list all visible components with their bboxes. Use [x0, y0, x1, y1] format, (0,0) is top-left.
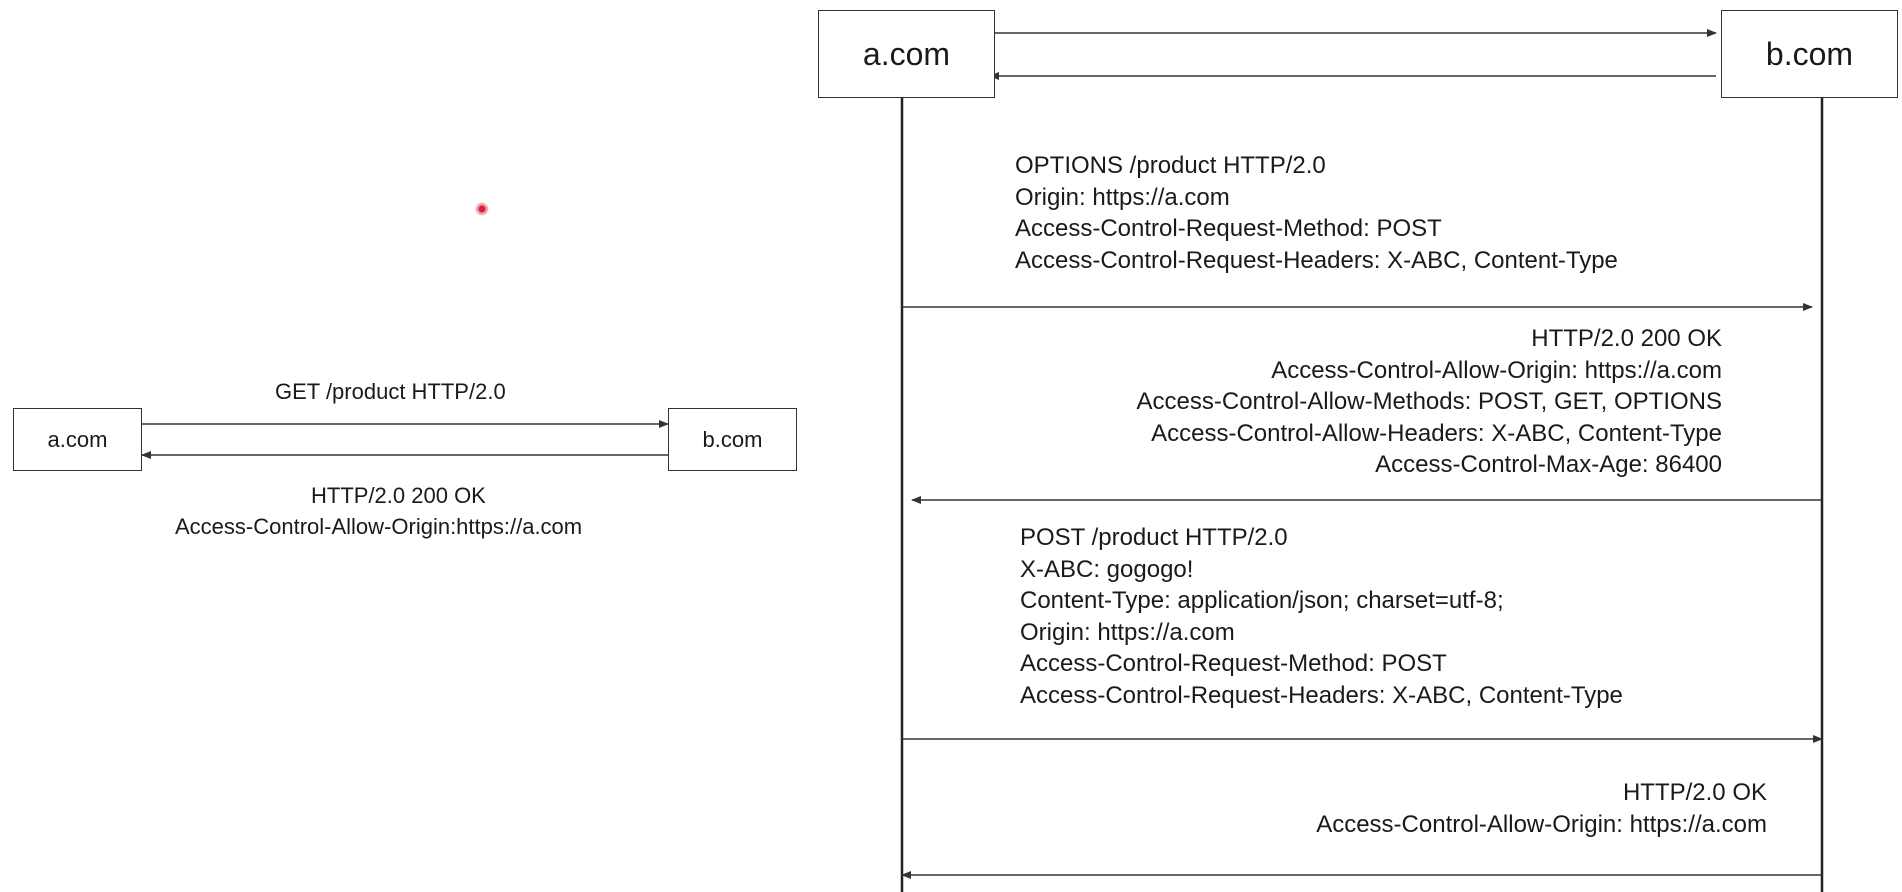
message-line: Content-Type: application/json; charset=…: [1020, 587, 1504, 614]
preflight-client-node: a.com: [818, 10, 995, 98]
simple-response-header: Access-Control-Allow-Origin:https://a.co…: [175, 514, 583, 539]
message-line: Origin: https://a.com: [1020, 618, 1235, 646]
simple-client-label: a.com: [47, 426, 108, 452]
message-line: Access-Control-Allow-Origin: https://a.c…: [1316, 810, 1767, 838]
preflight-server-label: b.com: [1765, 35, 1854, 72]
simple-server-label: b.com: [702, 426, 763, 452]
message-line: Access-Control-Allow-Headers: X-ABC, Con…: [1151, 419, 1722, 447]
simple-response-status: HTTP/2.0 200 OK: [311, 483, 486, 508]
preflight-response-message: HTTP/2.0 200 OK Access-Control-Allow-Ori…: [1137, 323, 1722, 481]
message-line: POST /product HTTP/2.0: [1020, 524, 1288, 551]
message-line: Access-Control-Max-Age: 86400: [1375, 451, 1722, 478]
actual-request-message: POST /product HTTP/2.0 X-ABC: gogogo! Co…: [1020, 522, 1623, 711]
message-line: Origin: https://a.com: [1015, 183, 1230, 211]
simple-request-label: GET /product HTTP/2.0: [275, 379, 506, 404]
simple-server-node: b.com: [668, 408, 797, 471]
message-line: HTTP/2.0 200 OK: [1531, 325, 1722, 352]
message-line: Access-Control-Allow-Origin: https://a.c…: [1271, 356, 1722, 384]
message-line: Access-Control-Request-Headers: X-ABC, C…: [1020, 681, 1623, 709]
actual-response-message: HTTP/2.0 OK Access-Control-Allow-Origin:…: [1316, 777, 1767, 840]
simple-client-node: a.com: [13, 408, 142, 471]
preflight-client-label: a.com: [862, 35, 951, 72]
message-line: OPTIONS /product HTTP/2.0: [1015, 152, 1326, 179]
preflight-server-node: b.com: [1721, 10, 1898, 98]
message-line: HTTP/2.0 OK: [1622, 779, 1767, 806]
message-line: Access-Control-Request-Headers: X-ABC, C…: [1015, 246, 1618, 274]
message-line: X-ABC: gogogo!: [1020, 555, 1194, 583]
message-line: Access-Control-Allow-Methods: POST, GET,…: [1136, 388, 1722, 415]
preflight-request-message: OPTIONS /product HTTP/2.0 Origin: https:…: [1015, 150, 1618, 276]
message-line: Access-Control-Request-Method: POST: [1020, 650, 1447, 677]
message-line: Access-Control-Request-Method: POST: [1015, 215, 1442, 242]
cursor-indicator: [475, 202, 489, 216]
